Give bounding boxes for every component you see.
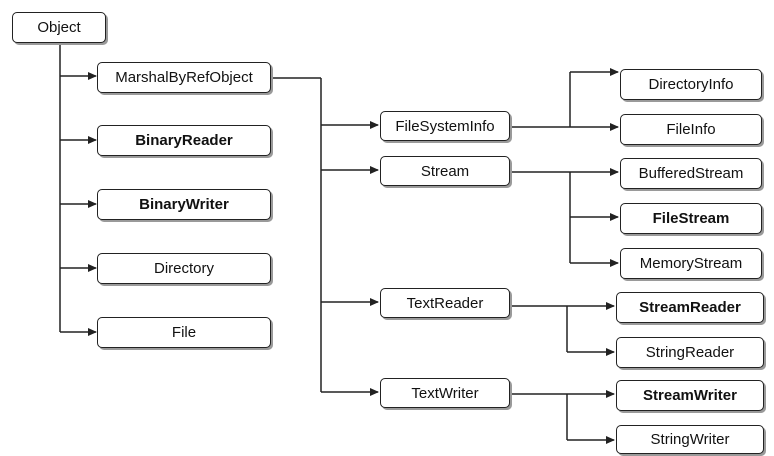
node-textreader: TextReader: [380, 288, 510, 318]
node-marshalbyrefobject: MarshalByRefObject: [97, 62, 271, 93]
node-filestream: FileStream: [620, 203, 762, 234]
node-fileinfo: FileInfo: [620, 114, 762, 145]
node-binarywriter: BinaryWriter: [97, 189, 271, 220]
node-file: File: [97, 317, 271, 348]
node-memorystream: MemoryStream: [620, 248, 762, 279]
node-directory: Directory: [97, 253, 271, 284]
node-streamreader: StreamReader: [616, 292, 764, 323]
node-directoryinfo: DirectoryInfo: [620, 69, 762, 100]
node-textwriter: TextWriter: [380, 378, 510, 408]
node-stringreader: StringReader: [616, 337, 764, 368]
node-object: Object: [12, 12, 106, 43]
node-stream: Stream: [380, 156, 510, 186]
node-filesysteminfo: FileSystemInfo: [380, 111, 510, 141]
node-binaryreader: BinaryReader: [97, 125, 271, 156]
node-bufferedstream: BufferedStream: [620, 158, 762, 189]
node-stringwriter: StringWriter: [616, 425, 764, 454]
node-streamwriter: StreamWriter: [616, 380, 764, 411]
